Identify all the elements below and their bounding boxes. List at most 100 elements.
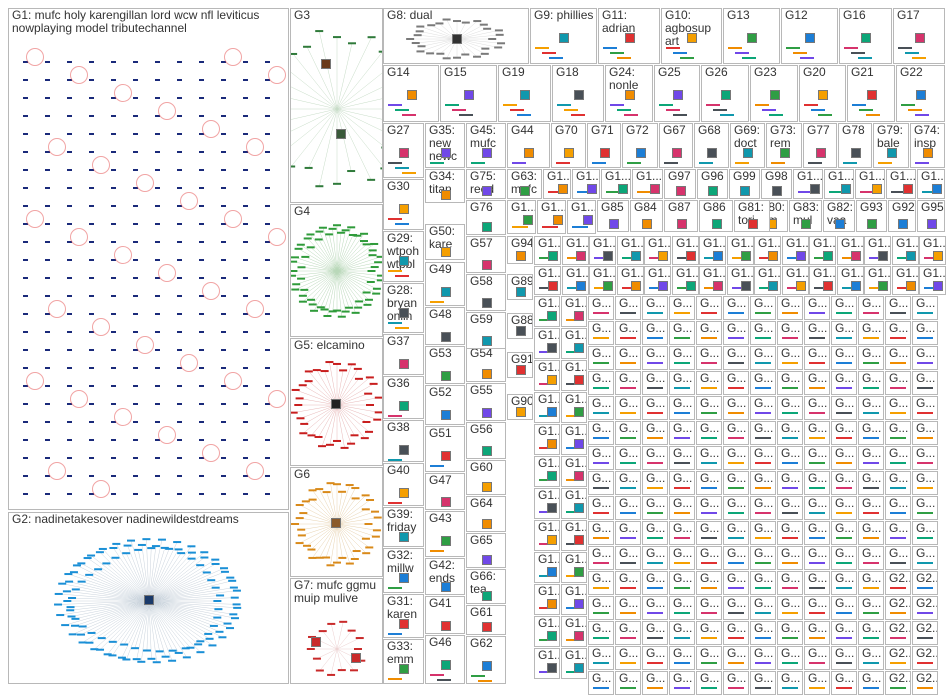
isolate-vertex xyxy=(221,277,226,279)
edge xyxy=(336,108,372,180)
edge xyxy=(336,523,356,560)
isolate-vertex xyxy=(45,439,50,441)
vertex xyxy=(359,240,368,243)
vertex xyxy=(786,47,800,49)
isolate-vertex xyxy=(45,205,50,207)
vertex xyxy=(809,512,825,514)
small-group-label: G... xyxy=(673,521,693,535)
small-group-label: G... xyxy=(700,396,720,410)
isolate-vertex xyxy=(221,493,226,495)
edge xyxy=(148,600,228,624)
self-loop xyxy=(158,264,176,282)
small-group-label: G1... xyxy=(565,488,586,502)
small-group-label: G1... xyxy=(538,584,559,598)
vertex xyxy=(291,274,296,277)
small-group-cell: G... xyxy=(804,321,830,345)
vertex xyxy=(161,655,170,658)
edge xyxy=(148,600,201,653)
avatar-thumbnail xyxy=(547,407,557,417)
vertex xyxy=(372,287,381,290)
small-group-label: G... xyxy=(619,646,639,660)
vertex xyxy=(366,499,375,502)
edge xyxy=(106,563,150,602)
group-label-g48: G48 xyxy=(429,307,452,321)
vertex xyxy=(701,662,717,664)
edge xyxy=(148,587,216,602)
small-group-label: G... xyxy=(916,521,936,535)
group-panel-g12: G12 xyxy=(781,8,838,64)
small-group-cell: G... xyxy=(750,621,776,645)
small-group-label: G1... xyxy=(565,328,586,342)
group-panel-g76: G76 xyxy=(466,200,506,235)
isolate-vertex xyxy=(23,79,28,81)
edge xyxy=(336,404,367,423)
vertex xyxy=(297,528,306,531)
isolate-vertex xyxy=(89,187,94,189)
vertex xyxy=(674,487,690,489)
small-group-cell: G1... xyxy=(534,266,561,295)
vertex xyxy=(647,312,663,314)
small-group-cell: G1... xyxy=(534,552,560,583)
avatar-thumbnail xyxy=(464,90,474,100)
group-label-g89: G89 xyxy=(511,274,533,288)
group-label-g7: G7: mufc ggmu muip mulive xyxy=(294,578,377,605)
vertex xyxy=(368,249,377,252)
group-panel-g46: G46 xyxy=(425,635,465,684)
avatar-thumbnail xyxy=(923,148,933,158)
isolate-vertex xyxy=(133,439,138,441)
small-group-label: G... xyxy=(700,521,720,535)
avatar-thumbnail xyxy=(878,281,888,291)
small-group-cell: G... xyxy=(588,496,614,520)
vertex xyxy=(137,660,146,663)
group-panel-g47: G47 xyxy=(425,473,465,510)
vertex xyxy=(510,109,524,111)
small-group-cell: G... xyxy=(777,296,803,320)
group-label-g12: G12 xyxy=(785,8,808,22)
small-group-label: G1... xyxy=(538,520,559,534)
isolate-vertex xyxy=(221,115,226,117)
vertex xyxy=(291,260,298,263)
small-group-cell: G... xyxy=(696,671,722,695)
group-panel-g87: G87 xyxy=(664,200,698,232)
vertex xyxy=(755,462,771,464)
isolate-vertex xyxy=(45,421,50,423)
isolate-vertex xyxy=(177,133,182,135)
small-group-label: G... xyxy=(754,421,774,435)
small-group-cell: G1... xyxy=(644,266,671,295)
edge xyxy=(336,43,353,110)
edge xyxy=(148,552,193,602)
isolate-vertex xyxy=(67,313,72,315)
vertex xyxy=(890,312,906,314)
vertex xyxy=(732,287,748,289)
avatar-thumbnail xyxy=(321,59,331,69)
small-group-cell: G... xyxy=(750,346,776,370)
vertex xyxy=(395,167,409,169)
edge xyxy=(336,270,370,300)
group-label-g67: G67 xyxy=(663,123,686,137)
isolate-vertex xyxy=(89,259,94,261)
isolate-vertex xyxy=(199,349,204,351)
edge xyxy=(81,563,150,602)
small-group-cell: G1... xyxy=(534,488,560,519)
vertex xyxy=(299,512,308,515)
edge xyxy=(324,270,338,310)
vertex xyxy=(674,512,690,514)
small-group-label: G1... xyxy=(547,169,571,183)
vertex xyxy=(205,637,214,640)
vertex xyxy=(69,571,78,574)
small-group-label: G... xyxy=(889,321,909,335)
vertex xyxy=(674,612,690,614)
edge xyxy=(112,600,150,643)
edge xyxy=(148,548,152,602)
vertex xyxy=(593,462,609,464)
group-panel-g3: G3 xyxy=(290,8,383,203)
isolate-vertex xyxy=(221,421,226,423)
vertex xyxy=(787,257,803,259)
small-group-cell: G... xyxy=(615,546,641,570)
avatar-thumbnail xyxy=(547,599,557,609)
group-label-g20: G20 xyxy=(803,65,826,79)
vertex xyxy=(917,337,933,339)
edge xyxy=(336,266,375,272)
self-loop xyxy=(268,66,286,84)
edge xyxy=(82,600,150,643)
